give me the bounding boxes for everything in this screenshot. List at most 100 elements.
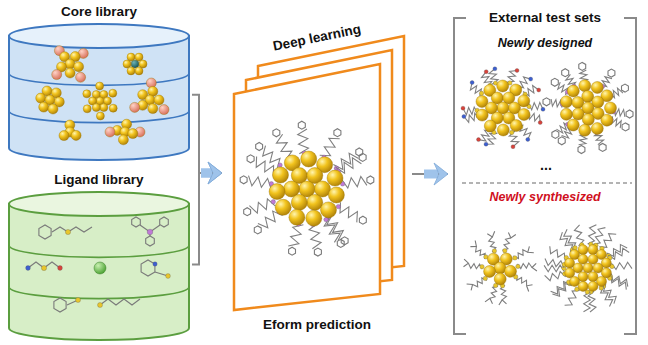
atom-dot xyxy=(538,121,542,125)
cylinder-band xyxy=(9,245,189,257)
metal-atom xyxy=(484,266,496,278)
atom-dot xyxy=(278,163,282,167)
metal-atom xyxy=(39,102,49,112)
metal-atom xyxy=(567,119,579,131)
ligand-stick xyxy=(545,272,566,281)
atom-dot xyxy=(480,265,484,269)
metal-atom xyxy=(52,70,62,80)
metal-atom xyxy=(36,93,46,103)
ligand-stick xyxy=(588,225,597,244)
node-title: External test sets xyxy=(448,9,642,27)
metal-atom xyxy=(494,273,506,285)
metal-atom xyxy=(591,123,603,135)
arrow-head xyxy=(208,162,222,184)
connector xyxy=(192,162,222,265)
atom-dot xyxy=(537,88,541,92)
metal-atom xyxy=(96,82,104,90)
metal-atom xyxy=(127,53,135,61)
metal-atom xyxy=(76,72,86,82)
ligand-stick xyxy=(612,262,633,269)
metal-atom xyxy=(497,80,509,92)
atom-dot xyxy=(541,107,545,111)
metal-atom xyxy=(578,281,588,291)
test-set-panel: External test setsNewly designedNewly sy… xyxy=(448,6,642,342)
metal-atom xyxy=(109,104,117,112)
ring-symbol xyxy=(622,84,629,92)
bond-line xyxy=(487,231,494,237)
metal-atom xyxy=(494,262,506,274)
metal-atom xyxy=(476,109,488,121)
atom-dot xyxy=(511,145,515,149)
atom-dot xyxy=(526,137,530,141)
connector-line xyxy=(192,95,222,173)
atom-dot xyxy=(41,265,46,270)
ligand-stick xyxy=(502,238,511,250)
connector xyxy=(412,163,448,185)
ligand-stick xyxy=(599,234,616,248)
bond-line xyxy=(532,263,537,271)
atom-dot xyxy=(573,246,577,250)
layer-frame xyxy=(234,64,380,310)
ligand-stick xyxy=(509,131,518,147)
metal-atom xyxy=(128,129,138,139)
metal-atom xyxy=(579,124,591,136)
cylinder-band xyxy=(9,73,189,85)
ligand-stick xyxy=(550,246,565,261)
metal-atom xyxy=(269,184,285,200)
test-set-panel-outline xyxy=(448,6,642,342)
bond-line xyxy=(470,241,476,247)
atom-dot xyxy=(461,106,465,110)
cylinder-band xyxy=(9,287,189,299)
metal-atom xyxy=(505,265,517,277)
bond-line xyxy=(528,246,534,252)
metal-atom xyxy=(579,80,591,92)
atom-dot xyxy=(492,249,496,253)
atom-dot xyxy=(324,217,328,221)
metal-atom xyxy=(605,102,617,114)
right-bracket xyxy=(624,18,636,334)
ligand-stick xyxy=(565,291,580,306)
metal-atom xyxy=(328,187,344,203)
ligand-stick xyxy=(608,248,629,259)
atom-dot xyxy=(65,229,70,234)
ligand-stick xyxy=(489,69,498,85)
bond-line xyxy=(485,298,493,303)
atom-dot xyxy=(462,115,466,119)
newly-designed-group: Newly designed xyxy=(458,34,632,174)
metal-atom xyxy=(118,135,128,145)
deep-learning-frames: Deep learningEform prediction xyxy=(222,4,412,342)
left-bracket xyxy=(454,18,466,334)
ring-symbol xyxy=(626,110,633,118)
ring-symbol xyxy=(558,137,565,145)
ligand-stick xyxy=(545,259,564,268)
metal-atom xyxy=(71,130,81,140)
metal-atom xyxy=(567,85,579,97)
atom-dot xyxy=(515,69,519,73)
metal-atom xyxy=(560,96,572,108)
atom-dot xyxy=(513,256,517,260)
ring-symbol xyxy=(608,69,615,77)
metal-atom xyxy=(588,281,598,291)
connector xyxy=(192,95,222,184)
metal-atom xyxy=(578,254,588,264)
metal-atom xyxy=(307,194,323,210)
metal-atom xyxy=(139,60,147,68)
ring-symbol xyxy=(579,62,586,70)
ellipsis-label: ... xyxy=(528,156,564,174)
atom-dot xyxy=(26,266,31,271)
metal-atom xyxy=(289,209,305,225)
node-title: Newly synthesized xyxy=(458,188,632,206)
node-caption: Eform prediction xyxy=(222,316,412,334)
chloride-ball xyxy=(94,262,106,274)
metal-atom xyxy=(135,67,143,75)
ligand-stick xyxy=(612,116,622,128)
bond-line xyxy=(467,284,473,290)
metal-atom xyxy=(497,124,509,136)
atom-dot xyxy=(166,274,171,279)
metal-atom xyxy=(105,127,115,137)
atom-dot xyxy=(58,266,63,271)
bond-line xyxy=(499,300,507,305)
metal-atom xyxy=(135,53,143,61)
atom-dot xyxy=(479,91,483,95)
ligand-stick xyxy=(529,112,541,123)
